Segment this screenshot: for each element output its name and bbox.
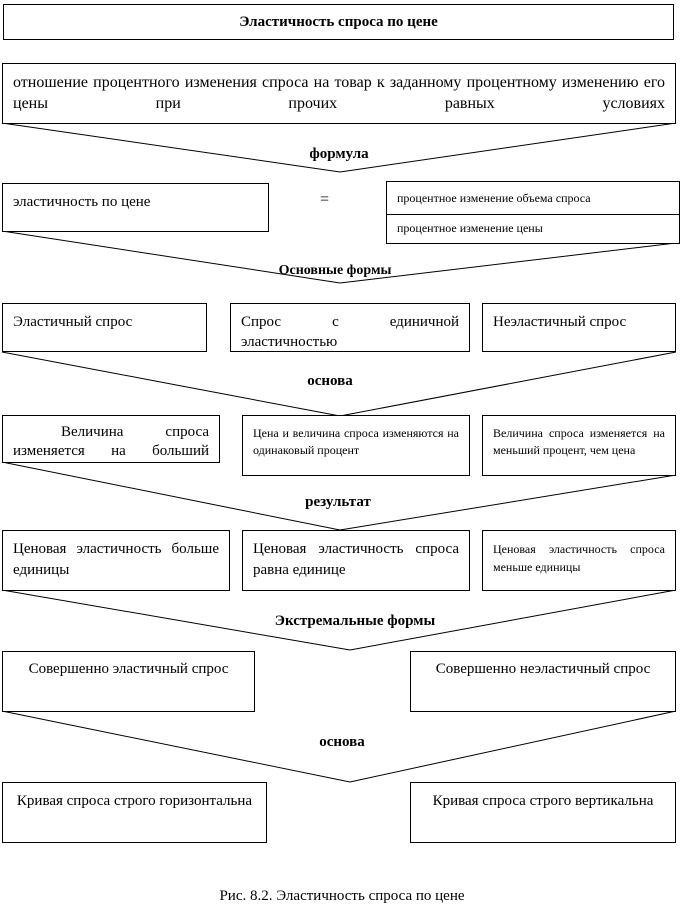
result-more-text: Ценовая эластичность больше единицы bbox=[13, 541, 219, 578]
result-less-box: Ценовая эластичность спроса меньше едини… bbox=[482, 530, 676, 591]
form-inelastic-box: Неэластичный спрос bbox=[482, 303, 676, 352]
definition-text: отношение процентного изменения спроса н… bbox=[13, 74, 665, 112]
basis-more-box: Величина спроса изменяется на больший пр… bbox=[2, 415, 220, 463]
figure-caption: Рис. 8.2. Эластичность спроса по цене bbox=[219, 888, 465, 904]
definition-box: отношение процентного изменения спроса н… bbox=[2, 63, 676, 124]
formula-left-box: эластичность по цене bbox=[2, 183, 269, 232]
form-elastic-text: Эластичный спрос bbox=[13, 314, 133, 330]
result-less-text: Ценовая эластичность спроса меньше едини… bbox=[493, 542, 665, 574]
numerator-text: процентное изменение объема спроса bbox=[397, 191, 591, 205]
basis-less-box: Величина спроса изменяется на меньший пр… bbox=[482, 415, 676, 476]
fraction-line bbox=[387, 214, 679, 215]
formula-label: формула bbox=[309, 146, 369, 162]
extreme-elastic-box: Совершенно эластичный спрос bbox=[2, 651, 255, 712]
form-elastic-box: Эластичный спрос bbox=[2, 303, 207, 352]
basis-more-text: Величина спроса изменяется на больший пр… bbox=[13, 424, 209, 459]
result-equal-box: Ценовая эластичность спроса равна единиц… bbox=[242, 530, 470, 591]
curve-vertical-box: Кривая спроса строго вертикальна bbox=[410, 782, 676, 843]
title-text: Эластичность спроса по цене bbox=[239, 14, 438, 30]
extreme-inelastic-box: Совершенно неэластичный спрос bbox=[410, 651, 676, 712]
form-unit-box: Спрос с единичной эластичностью bbox=[230, 303, 470, 352]
curve-vertical-text: Кривая спроса строго вертикальна bbox=[432, 793, 654, 809]
extreme-inelastic-text: Совершенно неэластичный спрос bbox=[435, 661, 651, 677]
basis-equal-text: Цена и величина спроса изменяются на оди… bbox=[253, 426, 459, 457]
curve-horizontal-text: Кривая спроса строго горизонтальна bbox=[16, 793, 253, 809]
basis-label-2: основа bbox=[319, 734, 365, 750]
title-box: Эластичность спроса по цене bbox=[3, 4, 674, 40]
result-more-box: Ценовая эластичность больше единицы bbox=[2, 530, 230, 591]
basis-less-text: Величина спроса изменяется на меньший пр… bbox=[493, 426, 665, 457]
formula-fraction-box: процентное изменение объема спроса проце… bbox=[386, 181, 680, 244]
form-unit-text: Спрос с единичной эластичностью bbox=[241, 314, 459, 350]
result-label: результат bbox=[305, 494, 371, 510]
denominator-text: процентное изменение цены bbox=[397, 221, 543, 235]
extreme-elastic-text: Совершенно эластичный спрос bbox=[28, 661, 229, 677]
curve-horizontal-box: Кривая спроса строго горизонтальна bbox=[2, 782, 267, 843]
form-inelastic-text: Неэластичный спрос bbox=[493, 314, 627, 330]
formula-left-text: эластичность по цене bbox=[13, 194, 151, 210]
main-forms-label: Основные формы bbox=[278, 263, 392, 278]
basis-label-1: основа bbox=[307, 373, 353, 389]
result-equal-text: Ценовая эластичность спроса равна единиц… bbox=[253, 541, 459, 578]
equals-sign: = bbox=[320, 191, 330, 208]
basis-equal-box: Цена и величина спроса изменяются на оди… bbox=[242, 415, 470, 476]
extreme-forms-label: Экстремальные формы bbox=[274, 613, 436, 629]
